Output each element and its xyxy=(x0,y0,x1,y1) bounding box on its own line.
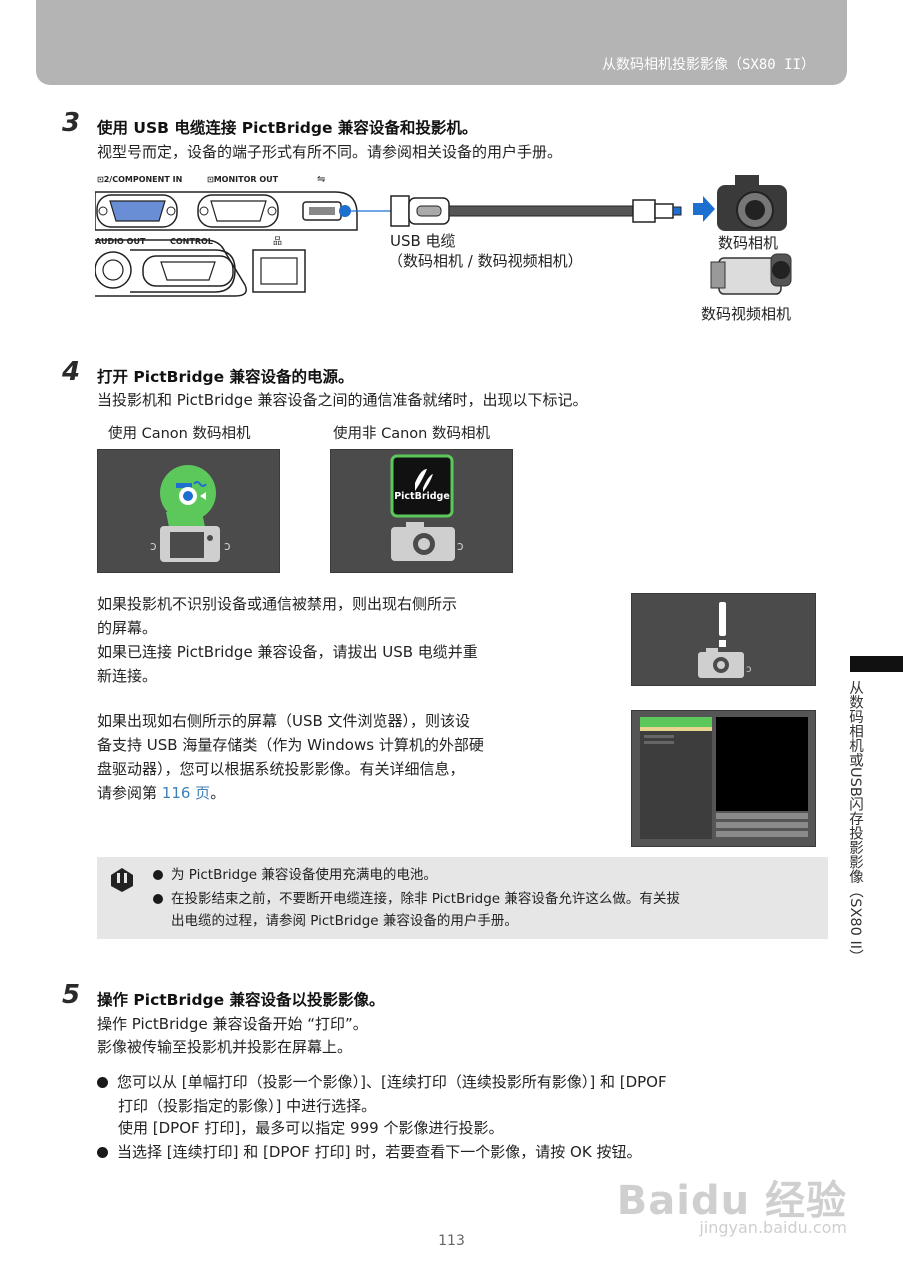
step-5-desc-1: 操作 PictBridge 兼容设备开始 “打印”。 xyxy=(97,1015,368,1033)
step-4-title: 打开 PictBridge 兼容设备的电源。 xyxy=(97,368,354,386)
digital-video-camera-label: 数码视频相机 xyxy=(701,305,792,323)
para-usb-browser-line-4: 请参阅第 116 页。 xyxy=(97,784,226,802)
noncanon-caption: 使用非 Canon 数码相机 xyxy=(333,426,490,442)
pictbridge-ready-screen: ↄ PictBridge xyxy=(330,449,513,573)
audio-out-label: AUDIO OUT xyxy=(95,237,146,246)
usb-connection-diagram: ⊡2/COMPONENT IN ⊡MONITOR OUT ⇋ AUDIO OUT… xyxy=(95,174,792,297)
page-number: 113 xyxy=(438,1233,465,1249)
step-3-number: 3 xyxy=(62,108,81,138)
step-5-bullet-1-line-3: 使用 [DPOF 打印]，最多可以指定 999 个影像进行投影。 xyxy=(118,1119,504,1137)
usb-cable xyxy=(351,195,682,227)
svg-text:ↄ: ↄ xyxy=(746,664,752,675)
svg-text:ↄ: ↄ xyxy=(224,539,231,553)
error-screen: ↄ xyxy=(631,593,816,686)
para-usb-browser-line-2: 备支持 USB 海量存储类（作为 Windows 计算机的外部硬 xyxy=(97,736,484,754)
usb-cable-label: USB 电缆 xyxy=(390,232,456,250)
baidu-watermark-url: jingyan.baidu.com xyxy=(699,1218,847,1237)
step-3-title: 使用 USB 电缆连接 PictBridge 兼容设备和投影机。 xyxy=(97,119,478,137)
monitor-out-label: ⊡MONITOR OUT xyxy=(207,175,279,184)
para-unrecognized-line-2: 的屏幕。 xyxy=(97,619,158,637)
note-item-2-line-1: 在投影结束之前，不要断开电缆连接，除非 PictBridge 兼容设备允许这么做… xyxy=(153,888,680,910)
step-4-desc: 当投影机和 PictBridge 兼容设备之间的通信准备就绪时，出现以下标记。 xyxy=(97,391,588,409)
header-band xyxy=(36,0,847,85)
usb-cable-sub: （数码相机 / 数码视频相机） xyxy=(388,252,583,270)
baidu-watermark: Baidu 经验 xyxy=(616,1178,847,1224)
chapter-tab xyxy=(850,656,903,672)
step-5-desc-2: 影像被传输至投影机并投影在屏幕上。 xyxy=(97,1038,353,1056)
note-item-2-line-2: 出电缆的过程，请参阅 PictBridge 兼容设备的用户手册。 xyxy=(171,913,518,929)
step-5-bullet-1-line-1: 您可以从 [单幅打印（投影一个影像）]、[连续打印（连续投影所有影像）] 和 [… xyxy=(97,1070,667,1094)
page-116-link[interactable]: 116 页 xyxy=(161,784,211,802)
para-unrecognized-line-1: 如果投影机不识别设备或通信被禁用，则出现右侧所示 xyxy=(97,595,458,613)
projector-terminal-panel: ⊡2/COMPONENT IN ⊡MONITOR OUT ⇋ AUDIO OUT… xyxy=(95,174,358,297)
step-5-bullet-1-line-2: 打印（投影指定的影像）] 中进行选择。 xyxy=(118,1097,377,1115)
arrow-icon xyxy=(693,196,715,222)
para-unrecognized-line-4: 新连接。 xyxy=(97,667,158,685)
para-usb-browser-line-3: 盘驱动器），您可以根据系统投影影像。有关详细信息， xyxy=(97,760,465,778)
usb-symbol-label: ⇋ xyxy=(317,174,325,185)
step-5-number: 5 xyxy=(62,980,81,1010)
step-4-number: 4 xyxy=(62,357,81,387)
caution-icon xyxy=(111,868,133,892)
svg-text:ↄ: ↄ xyxy=(457,539,464,553)
step-3-desc: 视型号而定，设备的端子形式有所不同。请参阅相关设备的用户手册。 xyxy=(97,143,563,161)
usb-file-browser-screen xyxy=(631,710,816,847)
para-usb-browser-line-1: 如果出现如右侧所示的屏幕（USB 文件浏览器），则该设 xyxy=(97,712,471,730)
lan-symbol-label: 品 xyxy=(273,236,282,247)
component-in-label: ⊡2/COMPONENT IN xyxy=(97,175,182,184)
note-item-1: 为 PictBridge 兼容设备使用充满电的电池。 xyxy=(153,864,437,886)
camera-icon xyxy=(717,175,787,231)
caution-note: 为 PictBridge 兼容设备使用充满电的电池。 在投影结束之前，不要断开电… xyxy=(97,857,828,939)
canon-ready-screen: ↄ ↄ xyxy=(97,449,280,573)
header-title: 从数码相机投影影像（SX80 II） xyxy=(601,57,815,73)
canon-caption: 使用 Canon 数码相机 xyxy=(108,426,251,442)
para-unrecognized-line-3: 如果已连接 PictBridge 兼容设备，请拔出 USB 电缆并重 xyxy=(97,643,478,661)
step-5-bullet-2: 当选择 [连续打印] 和 [DPOF 打印] 时，若要查看下一个影像，请按 OK… xyxy=(97,1140,641,1164)
pictbridge-logo-text: PictBridge xyxy=(394,491,450,502)
video-camera-icon xyxy=(710,253,792,295)
chapter-title-vertical: 从数码相机或USB闪存投影影像（SX80 II） xyxy=(847,680,863,964)
control-label: CONTROL xyxy=(170,237,213,246)
step-5-title: 操作 PictBridge 兼容设备以投影影像。 xyxy=(97,991,385,1009)
digital-camera-label: 数码相机 xyxy=(718,234,779,252)
svg-text:ↄ: ↄ xyxy=(150,539,157,553)
